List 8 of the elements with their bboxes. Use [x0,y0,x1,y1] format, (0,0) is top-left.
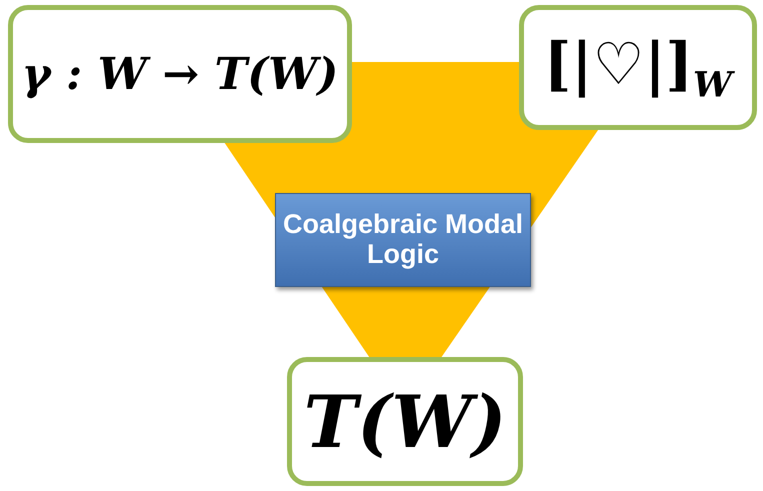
title-text: Coalgebraic Modal Logic [282,210,524,270]
formula-text: γ : W → T(W) [22,48,338,100]
title-box [275,193,531,287]
formula-text: [|♡|]$_{W}$ [544,30,732,106]
formula-text: T(W) [304,379,506,464]
formula-box [287,357,523,486]
formula-box [8,5,352,143]
formula-box [519,5,757,130]
